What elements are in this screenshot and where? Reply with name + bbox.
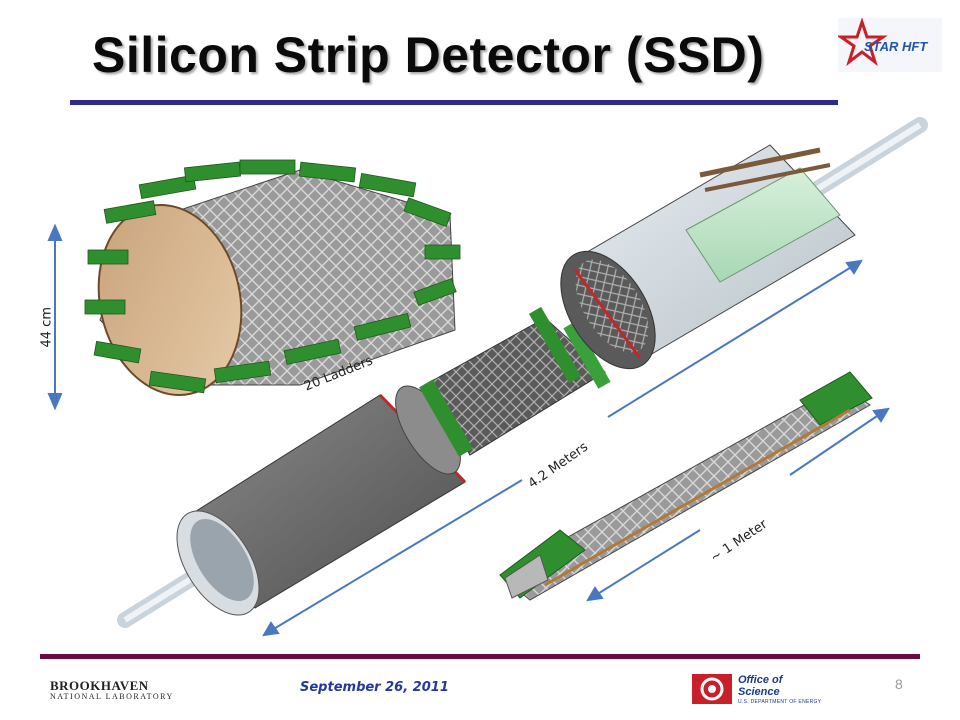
single-ladder xyxy=(499,371,873,601)
footer-date: September 26, 2011 xyxy=(300,680,449,695)
footer-rule xyxy=(40,654,920,659)
length-arrow-lower xyxy=(262,479,523,637)
office-of-science-line2: Science xyxy=(738,686,780,698)
office-of-science-icon xyxy=(692,674,732,704)
length-arrow-upper xyxy=(607,259,863,418)
lower-support-tube xyxy=(176,385,467,616)
office-of-science-line1: Office of xyxy=(738,674,783,686)
star-hft-logo-text: STAR HFT xyxy=(864,39,928,54)
star-icon xyxy=(838,18,888,67)
barrel-closeup xyxy=(84,159,461,397)
star-hft-logo xyxy=(838,18,942,72)
ssd-ladder-barrel xyxy=(419,306,611,457)
brookhaven-logo-name: BROOKHAVEN xyxy=(50,678,149,693)
upper-support-tube xyxy=(560,144,856,370)
title-underline xyxy=(70,100,838,105)
ladder-arrow-lower xyxy=(586,529,701,602)
height-label: 44 cm xyxy=(39,307,55,348)
page-number: 8 xyxy=(895,676,903,692)
height-arrow xyxy=(47,223,63,411)
office-of-science-line3: U.S. DEPARTMENT OF ENERGY xyxy=(738,699,822,705)
ladder-arrow-upper xyxy=(789,407,890,476)
slide-title: Silicon Strip Detector (SSD) xyxy=(92,27,765,83)
brookhaven-logo-subtitle: NATIONAL LABORATORY xyxy=(50,692,174,701)
